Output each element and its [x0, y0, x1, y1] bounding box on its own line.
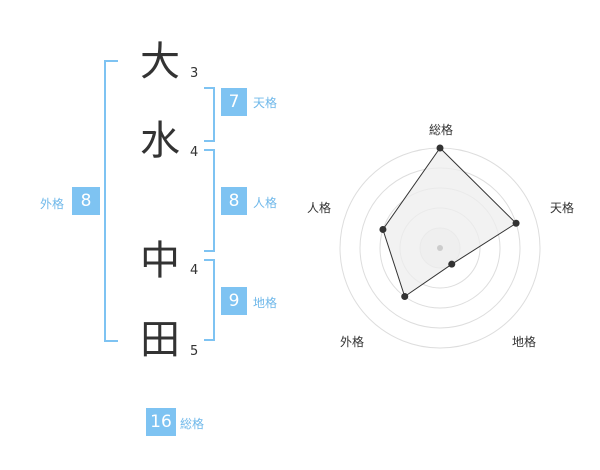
gaikaku-label: 外格	[40, 197, 65, 211]
radar-axis-label-tenkaku: 天格	[550, 200, 574, 215]
radar-area	[382, 147, 517, 298]
soukaku-value-badge: 16	[146, 408, 176, 436]
soukaku-label: 総格	[180, 417, 205, 431]
stroke-count-1: 3	[190, 66, 199, 81]
radar-ring	[399, 207, 481, 289]
stroke-count-4: 5	[190, 344, 199, 359]
name-char-1: 大	[140, 39, 180, 85]
stroke-count-2: 4	[190, 145, 199, 160]
radar-point	[448, 260, 456, 268]
name-char-4: 田	[140, 317, 180, 363]
tenkaku-bracket	[204, 87, 215, 142]
radar-axis-label-gaikaku: 外格	[340, 334, 364, 349]
jinkaku-value-badge: 8	[221, 187, 247, 215]
chikaku-value-badge: 9	[221, 287, 247, 315]
jinkaku-bracket	[204, 149, 215, 252]
radar-axis-label-soukaku: 総格	[429, 122, 453, 137]
radar-axis-label-chikaku: 地格	[512, 334, 536, 349]
radar-point	[436, 144, 444, 152]
gaikaku-value-badge: 8	[72, 187, 100, 215]
radar-ring	[339, 147, 541, 349]
stroke-count-3: 4	[190, 263, 199, 278]
radar-ring	[379, 187, 501, 309]
radar-ring	[359, 167, 521, 329]
radar-point	[401, 293, 409, 301]
chikaku-label: 地格	[253, 296, 278, 310]
tenkaku-value-badge: 7	[221, 88, 247, 116]
radar-center-dot	[437, 245, 443, 251]
chikaku-bracket	[204, 259, 215, 341]
tenkaku-label: 天格	[253, 96, 278, 110]
name-char-2: 水	[140, 118, 180, 164]
jinkaku-label: 人格	[253, 196, 278, 210]
radar-point	[379, 225, 387, 233]
radar-point	[512, 219, 520, 227]
name-char-3: 中	[140, 238, 180, 284]
gaikaku-bracket	[104, 60, 118, 342]
radar-ring	[419, 227, 461, 269]
radar-axis-label-jinkaku: 人格	[307, 200, 331, 215]
